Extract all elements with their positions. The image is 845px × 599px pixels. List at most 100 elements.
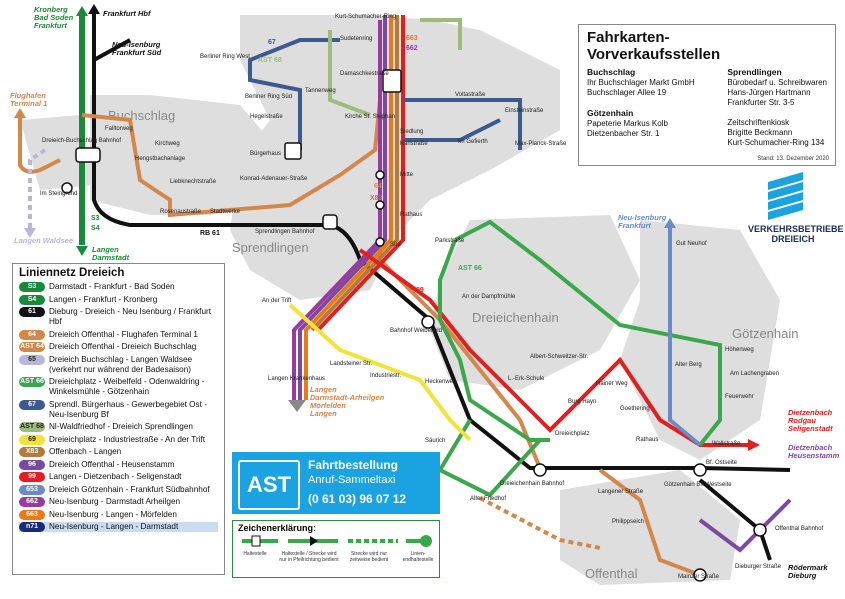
svg-text:Parkstraße: Parkstraße: [435, 238, 465, 244]
legend-item: 69 Dreieichplatz - Industriestraße - An d…: [19, 434, 218, 445]
legend-text: Offenbach - Langen: [49, 447, 122, 456]
town-goetzenhain: Götzenhain: [732, 326, 799, 341]
zeichen-cap-4: Linien-endhaltestelle: [402, 551, 434, 563]
legend-badge: n71: [19, 522, 45, 532]
svg-text:An der Dampfmühle: An der Dampfmühle: [462, 294, 516, 300]
legend-badge: 64: [19, 329, 45, 340]
svg-text:Sprendlingen Bahnhof: Sprendlingen Bahnhof: [255, 229, 315, 235]
svg-text:Landsteiner Str.: Landsteiner Str.: [330, 361, 372, 367]
svg-text:Siedlung: Siedlung: [400, 129, 423, 135]
town-dreieichenhain: Dreieichenhain: [472, 310, 559, 325]
ast-line2: Anruf-Sammeltaxi: [308, 474, 396, 486]
legend-badge: 65: [19, 354, 45, 365]
svg-text:Alter Friedhof: Alter Friedhof: [470, 496, 506, 502]
legend-badge: 67: [19, 399, 45, 410]
fahrkarten-col2: Sprendlingen Bürobedarf u. Schreibwaren …: [727, 67, 827, 147]
arrow-dietzenbach: [748, 439, 760, 451]
svg-text:Heckenweg: Heckenweg: [425, 379, 456, 385]
arrow-flughafen: [14, 108, 26, 118]
legend-badge: 99: [19, 472, 45, 482]
svg-text:67: 67: [268, 39, 276, 46]
line-ast66: [437, 219, 722, 498]
legend-text: Sprendl. Bürgerhaus - Gewerbegebiet Ost …: [49, 399, 207, 419]
legend-text: Neu-Isenburg - Langen - Darmstadt: [49, 522, 179, 531]
svg-text:99: 99: [416, 287, 424, 294]
legend-title: Liniennetz Dreieich: [19, 267, 125, 279]
svg-text:Sudetenring: Sudetenring: [340, 36, 372, 42]
legend-text: Darmstadt - Frankfurt - Bad Soden: [49, 282, 175, 291]
legend-item: n71 Neu-Isenburg - Langen - Darmstadt: [19, 522, 218, 532]
svg-text:662: 662: [406, 45, 418, 52]
svg-text:Philippseich: Philippseich: [612, 519, 644, 525]
svg-text:Höhenweg: Höhenweg: [725, 347, 754, 353]
vb-logo-icon: [768, 172, 803, 220]
legend-badge: S3: [19, 282, 45, 292]
legend-badge: AST 66: [19, 377, 45, 387]
legend-badge: 69: [19, 434, 45, 445]
line-67: [248, 38, 522, 150]
svg-text:Rosenaustraße: Rosenaustraße: [160, 209, 202, 215]
svg-text:Mitte: Mitte: [400, 172, 414, 178]
svg-text:Rathaus: Rathaus: [636, 437, 658, 443]
legend-item: S3 Darmstadt - Frankfurt - Bad Soden: [19, 282, 218, 292]
legend-badge: S4: [19, 294, 45, 305]
svg-text:663: 663: [406, 35, 418, 42]
svg-text:Liebknechtstraße: Liebknechtstraße: [170, 179, 217, 185]
legend-text: Langen - Dietzenbach - Seligenstadt: [49, 472, 182, 481]
legend-badge: 663: [19, 509, 45, 520]
svg-text:Feuerwehr: Feuerwehr: [725, 394, 754, 400]
line-ast64: [479, 496, 601, 550]
line-numbers-on-map: RB 61 S3 S4 67 AST 68 AST 66 64 663 662 …: [91, 35, 482, 294]
legend-panel: Liniennetz Dreieich S3 Darmstadt - Frankf…: [12, 263, 225, 575]
svg-text:Wallstraße: Wallstraße: [712, 441, 741, 447]
legend-text: Dreieich Offenthal - Flughafen Terminal …: [49, 329, 198, 339]
legend-item: X83 Offenbach - Langen: [19, 447, 218, 457]
svg-text:Berliner Ring West: Berliner Ring West: [200, 54, 250, 60]
zeichen-cap-3: Strecke wird nur zeitweise bedient: [349, 551, 389, 563]
svg-text:Hainer Weg: Hainer Weg: [596, 381, 628, 387]
svg-text:Offenthal Bahnhof: Offenthal Bahnhof: [775, 526, 824, 532]
svg-text:Albert-Schweitzer-Str.: Albert-Schweitzer-Str.: [530, 354, 588, 360]
svg-text:Kirche St. Stephan: Kirche St. Stephan: [345, 114, 395, 120]
legend-item: 67 Sprendl. Bürgerhaus - Gewerbegebiet Os…: [19, 399, 218, 420]
legend-item: 64 Dreieich Offenthal - Flughafen Termina…: [19, 329, 218, 340]
legend-item: S4 Langen - Frankfurt - Kronberg: [19, 294, 218, 305]
town-sprendlingen: Sprendlingen: [232, 240, 309, 255]
svg-text:Säurich: Säurich: [425, 438, 445, 444]
zeichen-cap-2: Haltestelle / Strecke wird nur in Pfeilr…: [279, 551, 339, 563]
legend-badge: X83: [19, 447, 45, 457]
legend-text: Dreieichplatz - Industriestraße - An der…: [49, 434, 206, 444]
line-65: [28, 148, 47, 230]
svg-text:X83: X83: [370, 195, 383, 202]
svg-text:Goethering: Goethering: [620, 406, 650, 412]
fahrkarten-title: Fahrkarten-Vorverkaufsstellen: [587, 29, 721, 63]
legend-text: Langen - Frankfurt - Kronberg: [49, 294, 158, 304]
legend-text: Dreieich Offenthal - Dreieich Buchschlag: [49, 342, 197, 351]
svg-text:Langener Straße: Langener Straße: [598, 489, 644, 495]
legend-badge: 662: [19, 497, 45, 507]
fahrkarten-col1: Buchschlag Ihr Buchschlager Markt GmbH B…: [587, 67, 695, 138]
legend-item: 99 Langen - Dietzenbach - Seligenstadt: [19, 472, 218, 482]
svg-text:AST 66: AST 66: [458, 265, 482, 272]
svg-text:Damaschkestraße: Damaschkestraße: [340, 71, 389, 77]
svg-text:Einsteinstraße: Einsteinstraße: [505, 108, 544, 114]
legend-text: Nl-Waldfriedhof - Dreieich Sprendlingen: [49, 422, 193, 431]
svg-text:Süd: Süd: [390, 242, 401, 248]
svg-text:Stadtwerke: Stadtwerke: [210, 209, 241, 215]
svg-text:64: 64: [374, 183, 382, 190]
zeichen-title: Zeichenerklärung:: [238, 523, 317, 533]
legend-text: Dreieich Offenthal - Heusenstamm: [49, 459, 175, 469]
arrow-neu-isenburg: [664, 218, 676, 228]
svg-text:AST 68: AST 68: [258, 57, 282, 64]
ast-phone: (0 61 03) 96 07 12: [308, 492, 407, 506]
svg-text:S3: S3: [91, 215, 100, 222]
svg-text:Frankfurt Hbf: Frankfurt Hbf: [103, 9, 152, 18]
